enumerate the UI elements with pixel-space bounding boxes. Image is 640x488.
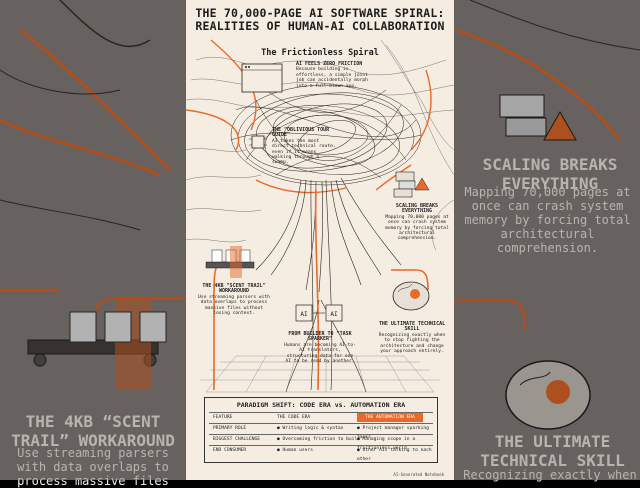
note-skill: THE ULTIMATE TECHNICAL SKILL Recognizing… <box>376 321 448 355</box>
note-scent-trail: THE 4KB "SCENT TRAIL" WORKAROUND Use str… <box>198 283 270 317</box>
left-side-backdrop <box>0 0 186 480</box>
right-blocks-illustration <box>499 94 577 141</box>
table-heading: PARADIGM SHIFT: CODE ERA vs. AUTOMATION … <box>236 401 406 409</box>
note-zero-friction: AI FEELS ZERO FRICTION Because building … <box>296 61 376 89</box>
side-dim-overlay <box>0 0 186 480</box>
note-body: Humans are becoming AI-to-AI translators… <box>284 342 356 365</box>
note-heading: AI FEELS ZERO FRICTION <box>296 61 363 67</box>
section-subtitle: The Frictionless Spiral <box>261 48 379 58</box>
svg-text:AI: AI <box>300 311 308 318</box>
side-body-skill: Recognizing exactly when <box>463 468 637 482</box>
crumbling-blocks-icon <box>393 171 430 198</box>
table-cell: ● Other AIs talking to each other <box>357 448 432 462</box>
browser-window-icon <box>241 63 283 93</box>
note-heading: FROM BUILDER TO "TASK SPARKER" <box>288 331 352 343</box>
note-body: Mapping 70,000 pages at once can crash s… <box>385 214 449 242</box>
table-cell: END CONSUMER <box>213 448 247 453</box>
note-task-sparker: FROM BUILDER TO "TASK SPARKER" Humans ar… <box>284 331 356 365</box>
side-heading-skill: THE ULTIMATE TECHNICAL SKILL <box>480 432 625 470</box>
chip-icon <box>249 135 267 149</box>
table-header-cell-highlight: THE AUTOMATION ERA <box>357 413 423 422</box>
note-heading: THE 4KB "SCENT TRAIL" WORKAROUND <box>202 283 266 295</box>
table-row: PRIMARY ROLE ● Writing logic & syntax ● … <box>209 423 433 440</box>
right-brain-illustration <box>505 360 591 430</box>
table-row: BIGGEST CHALLENGE ● Overcoming friction … <box>209 434 433 451</box>
note-heading: SCALING BREAKS EVERYTHING <box>395 203 439 215</box>
table-cell: BIGGEST CHALLENGE <box>213 437 261 442</box>
page-title: THE 70,000-PAGE AI SOFTWARE SPIRAL: REAL… <box>195 6 445 33</box>
side-dim-overlay-right <box>454 0 640 480</box>
note-body: Recognizing exactly when to stop fightin… <box>378 332 446 355</box>
note-body: AI takes the most direct technical route… <box>272 138 336 166</box>
table-cell: ● Human users <box>277 448 313 453</box>
table-header-cell: FEATURE <box>213 415 233 420</box>
note-tour-guide: THE "OBLIVIOUS TOUR GUIDE" AI takes the … <box>272 127 338 166</box>
table-cell: ● Writing logic & syntax <box>277 426 344 431</box>
credit-text: AI-Generated Notebook <box>393 472 444 477</box>
table-cell: ● Project manager sparking tasks <box>357 426 429 440</box>
table-cell: PRIMARY ROLE <box>213 426 247 431</box>
brain-icon <box>392 281 430 311</box>
spiral-illustration: AI AI <box>186 39 454 393</box>
ai-to-ai-icon: AI AI <box>295 304 343 322</box>
paradigm-table: PARADIGM SHIFT: CODE ERA vs. AUTOMATION … <box>204 397 438 463</box>
side-body-scaling: Mapping 70,000 pages at once can crash s… <box>464 185 631 255</box>
side-heading-scent-trail: THE 4KB “SCENT TRAIL” WORKAROUND <box>11 412 175 450</box>
side-heading-scaling: SCALING BREAKS EVERYTHING <box>482 155 618 193</box>
note-body: Because building is effortless, a simple… <box>296 67 368 89</box>
note-scaling: SCALING BREAKS EVERYTHING Mapping 70,000… <box>382 203 452 242</box>
left-conveyor-illustration <box>27 300 167 390</box>
table-row: END CONSUMER ● Human users ● Other AIs t… <box>209 445 433 462</box>
table-cell: ● Managing scope in a frictionless world <box>357 437 416 451</box>
svg-text:AI: AI <box>330 311 338 318</box>
infographic-panel: AI AI THE 70,000-PAGE AI SOFTWARE SPIRAL… <box>186 0 454 480</box>
table-header-cell: THE CODE ERA <box>277 415 311 420</box>
table-cell: ● Overcoming friction to build <box>277 437 360 442</box>
table-header-row: FEATURE THE CODE ERA THE AUTOMATION ERA <box>209 412 433 422</box>
note-heading: THE "OBLIVIOUS TOUR GUIDE" <box>272 127 330 139</box>
note-heading: THE ULTIMATE TECHNICAL SKILL <box>378 321 446 333</box>
conveyor-icon <box>205 246 255 278</box>
note-body: Use streaming parsers with data overlaps… <box>198 294 270 317</box>
